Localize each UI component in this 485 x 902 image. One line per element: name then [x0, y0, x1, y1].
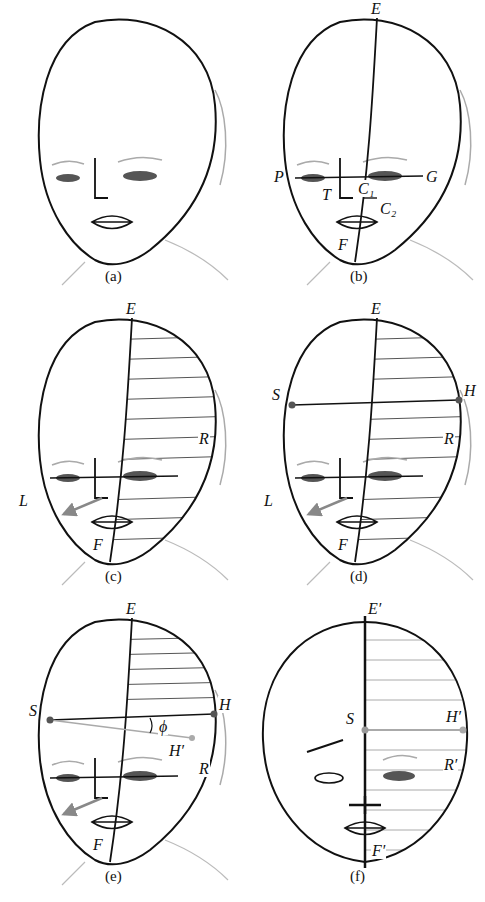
point-label: R′: [443, 756, 458, 773]
point-label: E: [370, 300, 382, 317]
panel-caption: (c): [104, 568, 123, 585]
panel-caption: (d): [349, 568, 369, 585]
point-label: E′: [367, 600, 382, 617]
panel-caption: (e): [104, 868, 123, 885]
point-label: H: [218, 696, 232, 713]
point-label: H: [463, 382, 477, 399]
face-panel: [39, 318, 240, 585]
panel-caption: (f): [349, 868, 366, 885]
point-label: F′: [371, 842, 386, 859]
point-label: C₂: [379, 200, 397, 217]
face-panel: [284, 18, 473, 285]
panel-caption: (a): [104, 268, 123, 285]
point-label: H′: [445, 708, 462, 725]
point-label: S: [345, 710, 355, 727]
face-panel: [263, 616, 485, 868]
point-label: F: [92, 836, 104, 853]
point-label: C₁: [357, 180, 375, 197]
point-label: E: [125, 300, 137, 317]
point-label: S: [28, 702, 38, 719]
face-panel: [39, 19, 228, 285]
point-label: T: [321, 186, 332, 203]
point-label: P: [273, 168, 285, 185]
face-panel: [39, 618, 240, 885]
point-label: G: [425, 168, 439, 185]
point-label: H′: [168, 742, 185, 759]
face-panel: [284, 318, 485, 585]
point-label: R: [443, 430, 455, 447]
point-label: R: [198, 760, 210, 777]
point-label: R: [198, 430, 210, 447]
panel-caption: (b): [349, 268, 369, 285]
point-label: E: [370, 0, 382, 17]
point-label: E: [125, 600, 137, 617]
point-label: F: [92, 536, 104, 553]
point-label: L: [18, 492, 29, 509]
point-label: S: [271, 386, 281, 403]
point-label: F: [337, 236, 349, 253]
point-label: L: [263, 492, 274, 509]
point-label: ϕ: [158, 718, 168, 735]
point-label: F: [337, 536, 349, 553]
